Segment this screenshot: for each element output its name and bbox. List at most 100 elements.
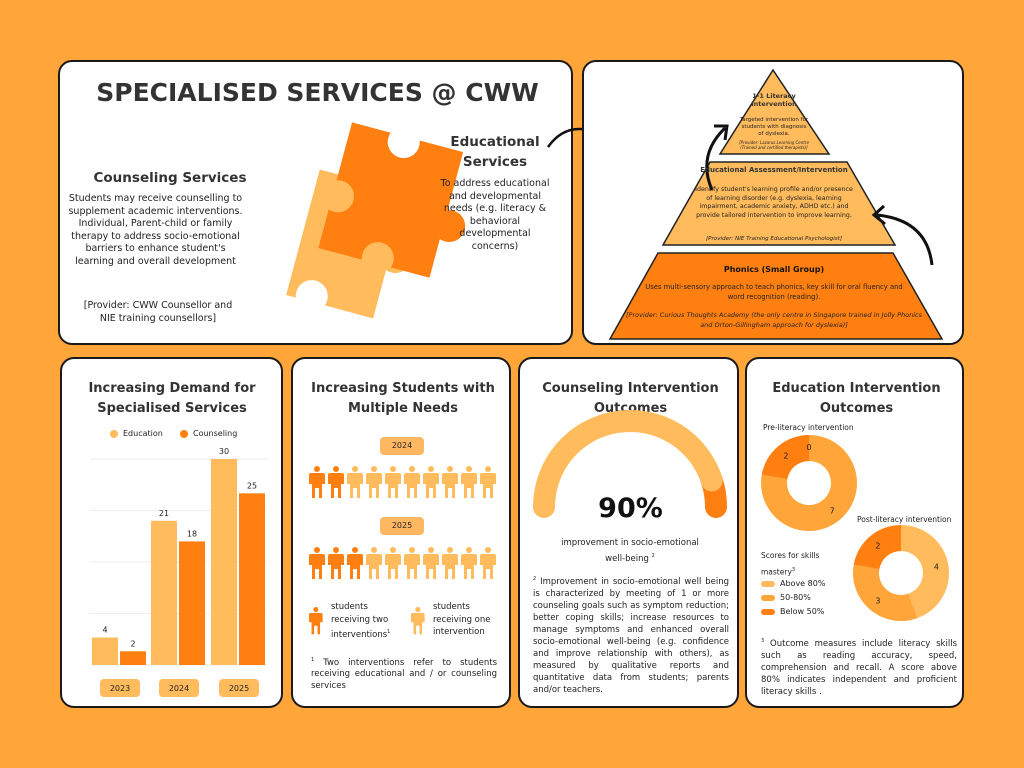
person-icon	[347, 547, 363, 579]
person-body	[411, 612, 425, 635]
person-body	[423, 554, 439, 579]
year-label-box	[159, 679, 199, 697]
tier2-provider: [Provider: NIE Training Educational Psyc…	[705, 236, 843, 242]
person-icon	[385, 547, 401, 579]
tier1-provider: [Provider: Lazarus Learning Centre (Trai…	[739, 140, 809, 150]
person-icon	[461, 466, 477, 498]
legend-label: Counseling	[193, 429, 238, 438]
person-icon	[423, 466, 439, 498]
card-title: Increasing Students with Multiple Needs	[311, 381, 495, 416]
person-head	[466, 466, 472, 472]
bar-counseling-2025	[239, 493, 265, 665]
legend-title-text: Scores for skills mastery	[761, 551, 820, 577]
footnote: 3 Outcome measures include literacy skil…	[761, 635, 957, 698]
educational-services-body: To address educational and developmental…	[440, 178, 550, 252]
person-body	[366, 473, 382, 498]
counseling-services-title: Counseling Services	[93, 170, 247, 186]
footnote-marker: 2	[533, 576, 537, 582]
person-body	[461, 554, 477, 579]
person-icon	[347, 466, 363, 498]
person-icon	[328, 466, 344, 498]
person-head	[409, 466, 415, 472]
person-body	[461, 473, 477, 498]
gauge-caption: improvement in socio-emotional well-bein…	[555, 537, 705, 565]
gauge-value-arc	[533, 410, 723, 518]
donut-value-label: 3	[875, 597, 880, 606]
legend-above-80: Above 80%	[761, 579, 825, 588]
tier2-title: Educational Assessment/Intervention	[700, 166, 848, 174]
person-head	[447, 466, 453, 472]
hero-card: SPECIALISED SERVICES @ CWW Counseling Se…	[58, 60, 573, 345]
person-body	[442, 473, 458, 498]
donut-slice-2	[853, 525, 901, 570]
tier3-provider: [Provider: Curious Thoughts Academy (the…	[626, 311, 922, 329]
person-head	[333, 547, 339, 553]
counseling-outcomes-card: Counseling Intervention Outcomes 90% imp…	[518, 357, 739, 708]
person-icon	[423, 547, 439, 579]
legend-title: Scores for skills mastery3	[761, 549, 841, 580]
pyramid-diagram	[608, 68, 944, 340]
bar-education-2024	[151, 520, 177, 665]
year-label-2024: 2024	[169, 684, 189, 693]
bar-value-label: 2	[130, 639, 135, 648]
person-icon	[404, 466, 420, 498]
person-icon	[366, 466, 382, 498]
tier1-body: Targeted intervention for students with …	[739, 117, 809, 137]
footnote-marker: 1	[311, 657, 315, 663]
person-body	[404, 554, 420, 579]
bar-value-label: 30	[219, 447, 229, 456]
education-outcomes-card: Education Intervention Outcomes Pre-lite…	[745, 357, 964, 708]
bar-value-label: 4	[102, 626, 107, 635]
bar-education-2023	[92, 637, 118, 665]
person-icon	[411, 607, 425, 635]
person-head	[447, 547, 453, 553]
chart-title: Increasing Demand for Specialised Servic…	[88, 381, 256, 416]
person-head	[313, 607, 319, 613]
person-body	[328, 473, 344, 498]
person-body	[385, 473, 401, 498]
legend-label: 50-80%	[780, 593, 811, 602]
person-icon	[309, 466, 325, 498]
person-icon	[442, 466, 458, 498]
legend-label: students receiving two interventions	[331, 602, 389, 640]
person-body	[309, 473, 325, 498]
footnote-text: Improvement in socio-emotional well bein…	[533, 576, 730, 695]
person-head	[352, 547, 358, 553]
tier3-title: Phonics (Small Group)	[723, 265, 825, 274]
legend-education: Education	[110, 429, 163, 438]
legend-two-interventions: students receiving two interventions1	[331, 601, 401, 641]
bar-counseling-2023	[120, 651, 146, 665]
donut-value-label: 2	[783, 451, 788, 460]
person-icon	[328, 547, 344, 579]
person-icon	[480, 547, 496, 579]
person-body	[385, 554, 401, 579]
person-head	[314, 547, 320, 553]
person-icon	[461, 547, 477, 579]
person-head	[371, 547, 377, 553]
demand-chart-card: Increasing Demand for Specialised Servic…	[60, 357, 283, 708]
pyramid-card: 1-1 Literacy Intervention Targeted inter…	[582, 60, 964, 345]
tier2-body: Identify student's learning profile and/…	[695, 186, 853, 219]
legend-label: Above 80%	[780, 579, 826, 588]
person-head	[428, 466, 434, 472]
person-head	[390, 466, 396, 472]
gauge-chart	[533, 410, 727, 518]
person-icon	[309, 547, 325, 579]
person-body	[309, 554, 325, 579]
legend-counseling: Counseling	[180, 429, 237, 438]
donut-value-label: 7	[830, 507, 835, 516]
pyramid-tier-top	[718, 68, 831, 155]
person-icon	[385, 466, 401, 498]
counseling-services-provider: [Provider: CWW Counsellor and NIE traini…	[83, 300, 233, 324]
legend-below-50: Below 50%	[761, 607, 824, 616]
gauge-value: 90%	[598, 493, 663, 524]
person-body	[423, 473, 439, 498]
person-body	[480, 473, 496, 498]
footnote-marker: 1	[387, 629, 391, 635]
footnote-marker: 3	[761, 638, 765, 644]
page-title: SPECIALISED SERVICES @ CWW	[96, 78, 539, 107]
donut-value-label: 2	[875, 541, 880, 550]
person-icon	[442, 547, 458, 579]
footnote: 2 Improvement in socio-emotional well be…	[533, 573, 729, 696]
person-icon	[366, 547, 382, 579]
